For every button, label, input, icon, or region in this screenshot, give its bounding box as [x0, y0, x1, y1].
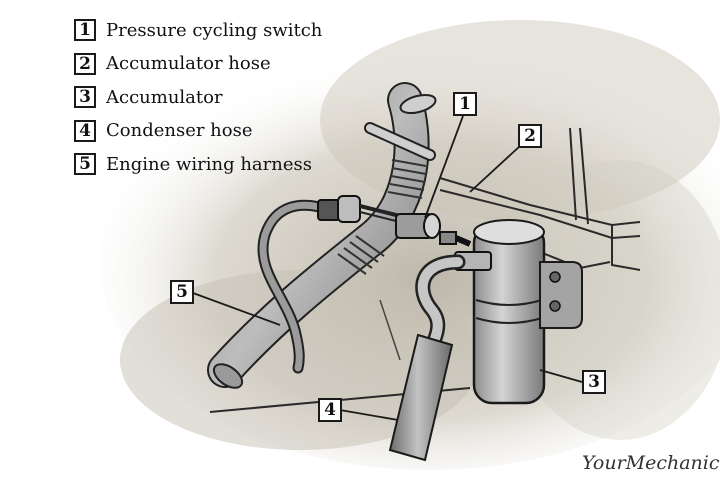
legend-number-box: 2 [74, 52, 96, 75]
accumulator-hose [207, 82, 437, 389]
legend-item-5: 5 Engine wiring harness [74, 152, 322, 176]
legend-label: Accumulator hose [106, 53, 271, 74]
floor-line-2 [379, 299, 401, 361]
callout-4: 4 [318, 398, 342, 422]
callout-5: 5 [170, 280, 194, 304]
leader-lines [192, 115, 583, 421]
legend-item-4: 4 Condenser hose [74, 119, 322, 143]
legend-number-box: 4 [74, 119, 96, 142]
legend: 1 Pressure cycling switch 2 Accumulator … [74, 18, 322, 186]
engine-wiring-harness [257, 195, 401, 374]
legend-label: Pressure cycling switch [106, 19, 323, 41]
legend-item-1: 1 Pressure cycling switch [74, 18, 322, 42]
background-smudge [100, 20, 720, 470]
legend-label: Engine wiring harness [106, 153, 312, 175]
callout-1: 1 [453, 92, 477, 116]
pressure-cycling-switch [395, 213, 472, 247]
condenser-hose [388, 254, 466, 462]
accumulator [454, 219, 583, 405]
callout-2: 2 [518, 124, 542, 148]
legend-item-2: 2 Accumulator hose [74, 52, 322, 76]
legend-number-box: 5 [74, 153, 96, 175]
legend-label: Condenser hose [106, 120, 253, 141]
legend-number-box: 1 [74, 19, 96, 41]
legend-item-3: 3 Accumulator [74, 85, 322, 109]
legend-number-box: 3 [74, 86, 96, 108]
legend-label: Accumulator [106, 86, 223, 108]
watermark-logo: YourMechanic [582, 452, 720, 474]
body-panel [439, 127, 641, 271]
callout-3: 3 [582, 370, 606, 394]
